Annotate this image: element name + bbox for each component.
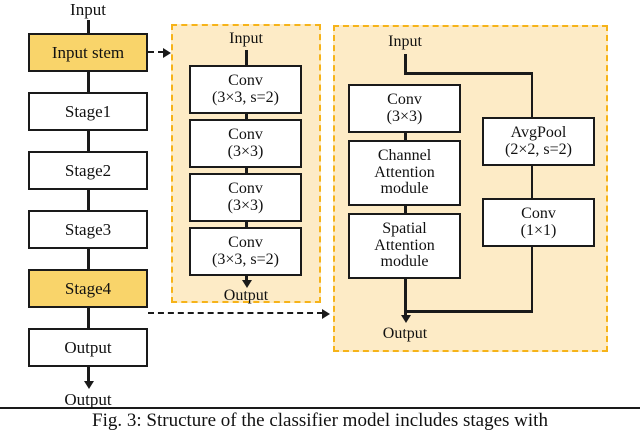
stem-block-line2: (3×3) (227, 142, 264, 160)
stem-block-line2: (3×3, s=2) (212, 88, 279, 106)
stage-block-line3: module (380, 180, 429, 198)
backbone-node-stage2[interactable]: Stage2 (28, 151, 148, 190)
stem-block-conv-2[interactable]: Conv (3×3) (189, 119, 302, 168)
stem-block-line1: Conv (228, 125, 263, 143)
stage-block-line2: (2×2, s=2) (505, 140, 572, 158)
stem-block-conv-4[interactable]: Conv (3×3, s=2) (189, 227, 302, 276)
stem-block-conv-3[interactable]: Conv (3×3) (189, 173, 302, 222)
backbone-node-input-stem[interactable]: Input stem (28, 33, 148, 72)
backbone-node-output[interactable]: Output (28, 328, 148, 367)
backbone-input-connector (87, 20, 90, 33)
backbone-output-label: Output (64, 390, 112, 409)
stage-block-conv-1x1[interactable]: Conv (1×1) (482, 198, 595, 247)
stem-detail-output-label: Output (223, 287, 269, 304)
stage-detail-input-label: Input (388, 33, 422, 50)
stage-block-line2: (1×1) (520, 221, 557, 239)
stage-merge-bar (404, 310, 533, 313)
stage-block-line2: Attention (374, 163, 435, 181)
backbone-node-label: Stage2 (64, 160, 112, 180)
stage-shortcut-connector-out (530, 247, 533, 312)
stage-block-line3: module (380, 253, 429, 271)
stem-detail-output-connector (245, 276, 248, 282)
stem-expansion-arrowhead (163, 47, 171, 58)
stem-expansion-link (148, 51, 164, 53)
stage-block-line2: (3×3) (386, 107, 423, 125)
stem-block-line1: Conv (228, 71, 263, 89)
backbone-node-label: Stage4 (64, 278, 112, 298)
backbone-node-label: Stage1 (64, 101, 112, 121)
backbone-node-stage1[interactable]: Stage1 (28, 92, 148, 131)
stage-block-avgpool[interactable]: AvgPool (2×2, s=2) (482, 117, 595, 166)
stage-block-conv-3x3[interactable]: Conv (3×3) (348, 84, 461, 133)
stage-block-line1: Channel (377, 146, 432, 164)
stage-block-line1: Conv (521, 204, 556, 222)
stage-main-connector-2 (404, 206, 407, 213)
stage-detail-output-label: Output (382, 325, 428, 342)
backbone-connector-5 (87, 308, 90, 328)
stem-block-line1: Conv (228, 179, 263, 197)
backbone-node-stage4[interactable]: Stage4 (28, 269, 148, 308)
backbone-input-label: Input (70, 0, 106, 19)
stage-block-line1: Conv (387, 90, 422, 108)
backbone-connector-3 (87, 190, 90, 210)
stage-detail-output-arrowhead (400, 315, 411, 323)
backbone-node-label: Stage3 (64, 219, 112, 239)
backbone-connector-4 (87, 249, 90, 269)
backbone-node-stage3[interactable]: Stage3 (28, 210, 148, 249)
stage-shortcut-connector-mid (530, 166, 533, 198)
backbone-node-label: Input stem (51, 42, 125, 62)
stage-block-line1: AvgPool (510, 123, 567, 141)
stage-block-line2: Attention (374, 236, 435, 254)
stage-block-channel-attention-module[interactable]: Channel Attention module (348, 140, 461, 206)
stem-connector-2 (245, 168, 248, 173)
stem-detail-input-label: Input (229, 30, 263, 47)
stem-detail-output-arrowhead (241, 280, 252, 288)
backbone-connector-2 (87, 131, 90, 151)
stage-block-line1: Spatial (382, 219, 427, 237)
stage-main-connector-out (404, 279, 407, 318)
backbone-output-arrowhead (83, 381, 94, 389)
stage-main-connector-1 (404, 133, 407, 140)
stage-expansion-arrowhead (322, 308, 330, 319)
backbone-connector-1 (87, 72, 90, 92)
stage-shortcut-connector-in (530, 72, 533, 117)
stem-block-line1: Conv (228, 233, 263, 251)
backbone-output-connector (87, 367, 90, 383)
stem-detail-input-connector (245, 50, 248, 65)
stage-detail-input-connector (404, 54, 407, 74)
stem-block-line2: (3×3, s=2) (212, 250, 279, 268)
stage-expansion-link (148, 312, 323, 314)
stem-block-line2: (3×3) (227, 196, 264, 214)
stem-connector-3 (245, 222, 248, 227)
stem-connector-1 (245, 114, 248, 119)
caption-rule (0, 407, 640, 409)
stem-block-conv-1[interactable]: Conv (3×3, s=2) (189, 65, 302, 114)
stage-block-spatial-attention-module[interactable]: Spatial Attention module (348, 213, 461, 279)
stage-detail-split-bar (404, 72, 533, 75)
figure-caption: Fig. 3: Structure of the classifier mode… (92, 410, 548, 431)
backbone-node-label: Output (64, 337, 112, 357)
